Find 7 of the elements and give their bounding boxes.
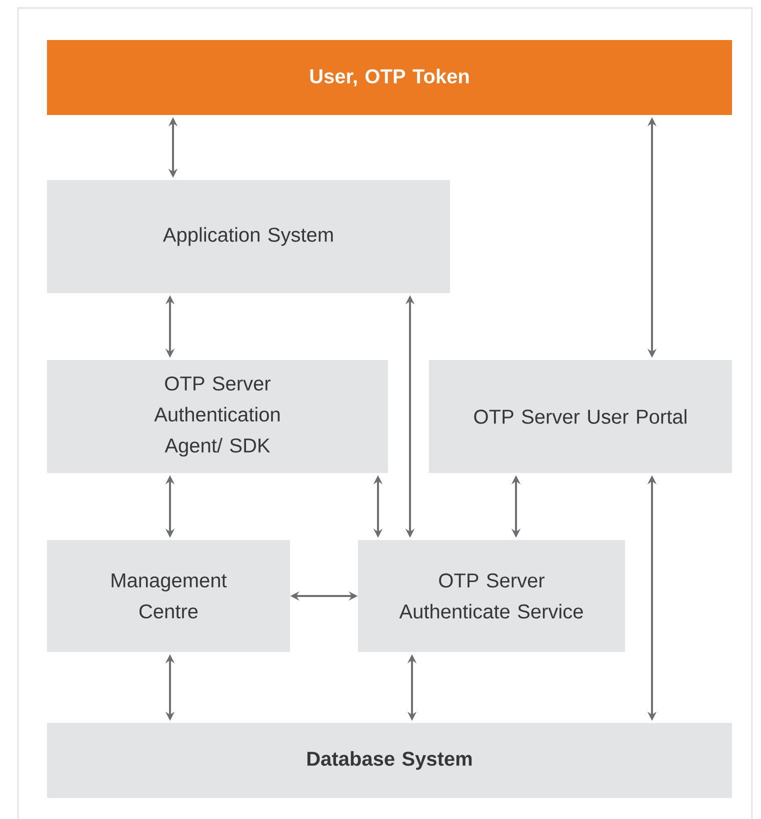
component-box: Application System xyxy=(47,180,450,293)
component-box: OTP Server User Portal xyxy=(429,360,732,473)
component-box: OTP Server Authenticate Service xyxy=(358,540,625,652)
component-box: OTP Server Authentication Agent/ SDK xyxy=(47,360,388,473)
header-bar: User, OTP Token xyxy=(47,40,732,115)
component-box: Management Centre xyxy=(47,540,290,652)
database-bar: Database System xyxy=(47,723,732,798)
